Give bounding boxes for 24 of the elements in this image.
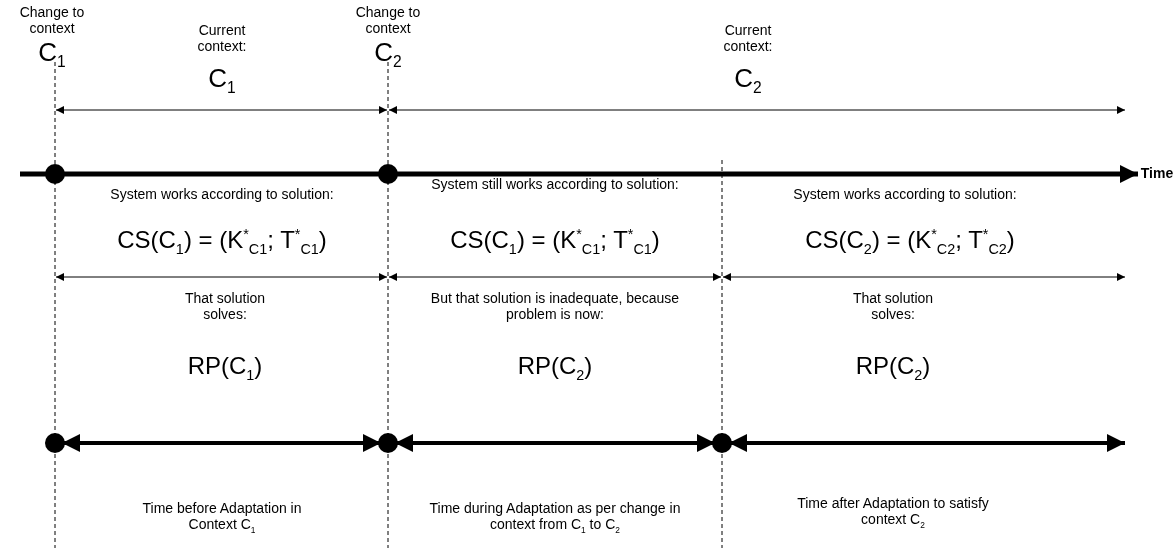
context-symbol: C$_{2}$	[733, 64, 763, 98]
context-symbol: C$_{1}$	[207, 64, 237, 98]
formula: RP(C$_{2}$)	[854, 352, 932, 384]
description-text: System works according to solution:	[109, 186, 335, 203]
interval-caption: Time before Adaptation in Context C$_{1}$	[141, 500, 303, 536]
formula: RP(C$_{1}$)	[186, 352, 264, 384]
description-text: System works according to solution:	[792, 186, 1018, 203]
context-symbol: C$_{1}$	[37, 38, 67, 72]
formula: RP(C$_{2}$)	[516, 352, 594, 384]
description-text: That solution solves:	[851, 290, 935, 323]
formula: CS(C$_{1}$) = (K$^{*}$$_{C1}$; T$^{*}$$_{C1}$)	[116, 226, 328, 258]
interval-caption: Time after Adaptation to satisfy context C$_{2}$	[796, 495, 990, 531]
axis-label: Time	[1139, 165, 1175, 182]
event-label: Change to context	[18, 4, 86, 37]
context-symbol: C$_{2}$	[373, 38, 403, 72]
description-text: System still works according to solution:	[430, 176, 680, 193]
description-text: But that solution is inadequate, because problem is now:	[429, 290, 681, 323]
formula: CS(C$_{1}$) = (K$^{*}$$_{C1}$; T$^{*}$$_{C1}$)	[449, 226, 661, 258]
event-label: Change to context	[354, 4, 422, 37]
formula: CS(C$_{2}$) = (K$^{*}$$_{C2}$; T$^{*}$$_{C2}$)	[804, 226, 1016, 258]
interval-caption: Time during Adaptation as per change in context from C$_{1}$ to C$_{2}$	[428, 500, 682, 536]
context-label: Current context:	[722, 22, 774, 55]
context-label: Current context:	[196, 22, 248, 55]
description-text: That solution solves:	[183, 290, 267, 323]
